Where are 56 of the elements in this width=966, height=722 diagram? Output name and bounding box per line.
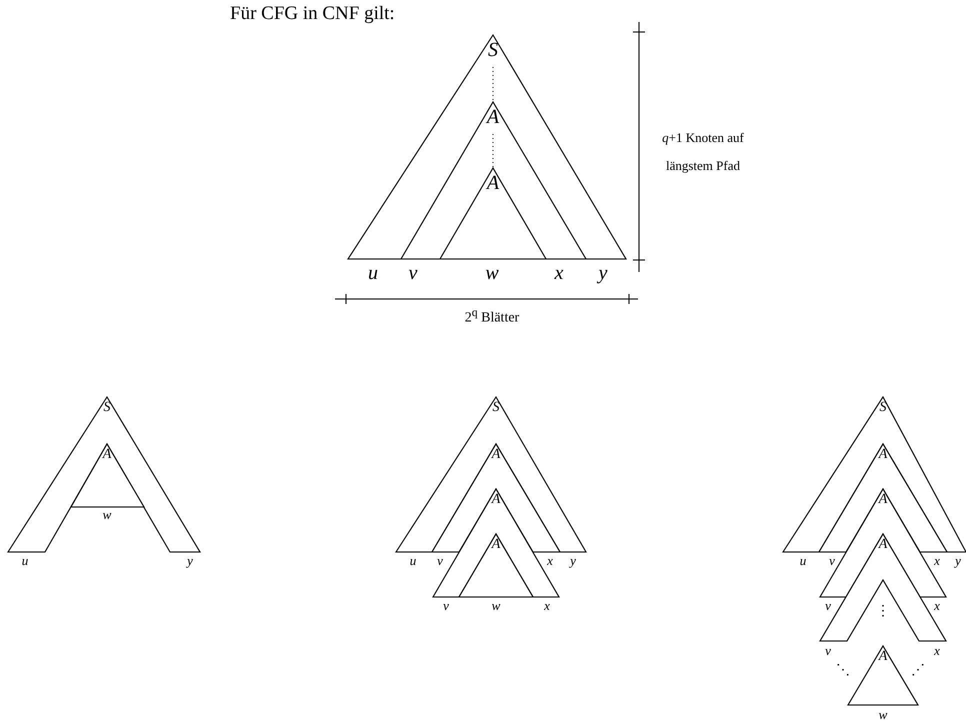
- terminal-label: x: [554, 263, 564, 283]
- nonterminal-label: A: [878, 538, 888, 552]
- nonterminal-label: A: [486, 173, 500, 193]
- tree-band: [433, 489, 559, 597]
- nonterminal-label: A: [102, 448, 112, 462]
- terminal-label: v: [443, 599, 449, 612]
- terminal-label: u: [368, 263, 378, 283]
- terminal-label: u: [22, 554, 28, 567]
- terminal-label: ⋰: [911, 664, 925, 678]
- tree-triangle: [440, 168, 546, 259]
- terminal-label: x: [547, 554, 553, 567]
- tree-band: [819, 444, 947, 552]
- terminal-label: y: [570, 554, 576, 567]
- terminal-label: v: [825, 599, 831, 612]
- terminal-label: x: [934, 554, 940, 567]
- terminal-label: v: [829, 554, 835, 567]
- nonterminal-label: A: [492, 448, 500, 462]
- terminal-label: v: [825, 644, 831, 657]
- nonterminal-label: A: [486, 107, 500, 127]
- tree-triangle: [71, 444, 144, 507]
- terminal-label: w: [485, 263, 499, 283]
- tree-band: [8, 397, 200, 552]
- terminal-label: ⋱: [836, 664, 850, 678]
- dotted-line: [492, 134, 494, 168]
- dotted-line: [492, 66, 494, 102]
- nonterminal-label: A: [878, 448, 888, 462]
- terminal-label: x: [544, 599, 550, 612]
- nonterminal-label: S: [492, 401, 500, 415]
- nonterminal-label: A: [878, 493, 888, 507]
- terminal-label: v: [437, 554, 443, 567]
- tree-triangle: [459, 534, 533, 597]
- nonterminal-label: A: [492, 493, 500, 507]
- terminal-label: w: [878, 708, 888, 721]
- nonterminal-label: S: [488, 40, 498, 60]
- terminal-label: y: [955, 554, 961, 567]
- terminal-label: y: [598, 263, 608, 283]
- dimension-label: 2$^{q}$ Blätter: [464, 307, 520, 326]
- nonterminal-label: A: [492, 538, 500, 552]
- terminal-label: v: [408, 263, 418, 283]
- terminal-label: x: [934, 644, 940, 657]
- terminal-label: y: [187, 554, 193, 567]
- nonterminal-label: A: [878, 650, 888, 664]
- terminal-label: u: [800, 554, 806, 567]
- terminal-label: w: [492, 599, 500, 612]
- nonterminal-label: S: [104, 401, 110, 415]
- terminal-label: u: [410, 554, 416, 567]
- nonterminal-label: S: [880, 401, 886, 415]
- tree-band: [820, 534, 946, 641]
- terminal-label: x: [934, 599, 940, 612]
- dimension-label: q+1 Knoten auf längstem Pfad: [661, 129, 745, 175]
- tree-triangle: [401, 102, 586, 259]
- terminal-label: ⋮: [876, 605, 890, 619]
- tree-band: [820, 489, 946, 597]
- terminal-label: w: [102, 508, 112, 521]
- title: Für CFG in CNF gilt:: [230, 3, 395, 25]
- tree-triangle: [348, 35, 626, 259]
